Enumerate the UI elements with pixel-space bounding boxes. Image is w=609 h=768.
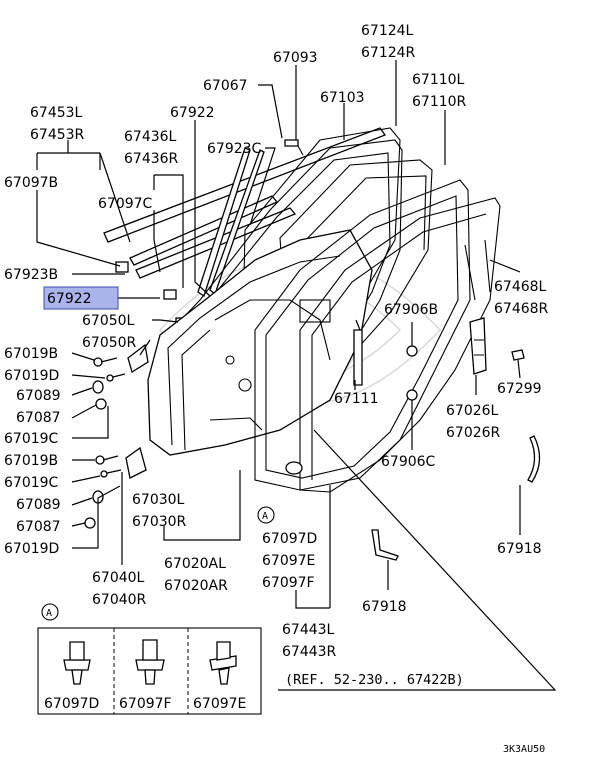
latch-67026 xyxy=(469,317,487,375)
label-67443R: 67443R xyxy=(282,644,337,660)
label-67040R: 67040R xyxy=(92,592,147,608)
inset-label-67097E: 67097E xyxy=(193,696,246,712)
label-67026R: 67026R xyxy=(446,425,501,441)
diagram-code: 3K3AU50 xyxy=(503,744,545,755)
label-67922-highlight: 67922 xyxy=(47,291,92,307)
label-67030R: 67030R xyxy=(132,514,187,530)
label-67299: 67299 xyxy=(497,381,542,397)
label-67453R: 67453R xyxy=(30,127,85,143)
label-67923B: 67923B xyxy=(4,267,58,283)
label-67922-top: 67922 xyxy=(170,105,215,121)
highlight-67922 xyxy=(43,286,119,310)
circle-A-callout xyxy=(257,506,275,524)
label-67918-lower: 67918 xyxy=(362,599,407,615)
door-panel-67020A xyxy=(147,229,373,456)
label-67050R: 67050R xyxy=(82,335,137,351)
label-67089-1: 67089 xyxy=(16,388,61,404)
seal-67918-lower xyxy=(371,529,399,561)
label-67436R: 67436R xyxy=(124,151,179,167)
label-67019C-2: 67019C xyxy=(4,475,59,491)
label-67097D: 67097D xyxy=(262,531,317,547)
clip-67097D xyxy=(285,461,303,475)
label-67923C: 67923C xyxy=(207,141,262,157)
label-67124L: 67124L xyxy=(361,23,414,39)
label-67124R: 67124R xyxy=(361,45,416,61)
reference-note: (REF. 52-230.. 67422B) xyxy=(285,672,464,688)
label-67110R: 67110R xyxy=(412,94,467,110)
label-67453L: 67453L xyxy=(30,105,83,121)
label-67019B-1: 67019B xyxy=(4,346,58,362)
inset-clip-67097D-icon xyxy=(63,641,91,685)
glass-run-67468 xyxy=(299,197,501,493)
inset-label-67097F: 67097F xyxy=(119,696,172,712)
hinge-upper xyxy=(127,343,149,374)
label-67906C: 67906C xyxy=(381,454,436,470)
inset-clip-67097E-icon xyxy=(209,641,237,685)
label-67040L: 67040L xyxy=(92,570,145,586)
label-67087-2: 67087 xyxy=(16,519,61,535)
label-67468R: 67468R xyxy=(494,301,549,317)
label-67103: 67103 xyxy=(320,90,365,106)
clip-67299 xyxy=(511,349,525,361)
grommet-67906B xyxy=(406,345,418,357)
seal-67918-right xyxy=(527,435,541,483)
label-67067: 67067 xyxy=(203,78,248,94)
label-67097F: 67097F xyxy=(262,575,315,591)
grommet-67906C xyxy=(406,389,418,401)
label-67918-right: 67918 xyxy=(497,541,542,557)
clip-67922-upper xyxy=(163,289,177,300)
door-assembly xyxy=(84,127,541,561)
label-67087-1: 67087 xyxy=(16,410,61,426)
label-67019C-1: 67019C xyxy=(4,431,59,447)
label-67110L: 67110L xyxy=(412,72,465,88)
inset-label-67097D: 67097D xyxy=(44,696,99,712)
part-labels: 67124L 67124R 67093 67067 67103 67110L 6… xyxy=(4,23,549,755)
leader-lines xyxy=(36,60,557,691)
circle-A-inset xyxy=(41,603,59,621)
label-67020AR: 67020AR xyxy=(164,578,228,594)
label-67020AL: 67020AL xyxy=(164,556,226,572)
label-67093: 67093 xyxy=(273,50,318,66)
screw-67093 xyxy=(284,139,299,147)
label-67111: 67111 xyxy=(334,391,379,407)
hinge-lower xyxy=(125,446,147,479)
label-67019D-2: 67019D xyxy=(4,541,59,557)
circle-A-callout-letter: A xyxy=(262,511,268,522)
bolts xyxy=(84,357,126,529)
front-sash xyxy=(197,147,251,298)
clip-67923B xyxy=(115,261,129,273)
label-67443L: 67443L xyxy=(282,622,335,638)
door-weatherstrip-inner xyxy=(265,195,459,479)
label-67468L: 67468L xyxy=(494,279,547,295)
label-67030L: 67030L xyxy=(132,492,185,508)
circle-A-inset-letter: A xyxy=(46,608,52,619)
label-67436L: 67436L xyxy=(124,129,177,145)
door-weatherstrip-outer xyxy=(254,179,471,491)
label-67026L: 67026L xyxy=(446,403,499,419)
callout-A-markers xyxy=(41,506,275,621)
label-67089-2: 67089 xyxy=(16,497,61,513)
label-67097B: 67097B xyxy=(4,175,58,191)
inset-box-A xyxy=(37,627,262,715)
label-67019B-2: 67019B xyxy=(4,453,58,469)
channel-67111 xyxy=(353,329,363,386)
label-67097C: 67097C xyxy=(98,196,153,212)
label-67097E: 67097E xyxy=(262,553,315,569)
label-67906B: 67906B xyxy=(384,302,438,318)
label-67019D-1: 67019D xyxy=(4,368,59,384)
inset-clip-67097F-icon xyxy=(135,639,165,685)
belt-weatherstrip-outer xyxy=(103,127,387,243)
label-67050L: 67050L xyxy=(82,313,135,329)
